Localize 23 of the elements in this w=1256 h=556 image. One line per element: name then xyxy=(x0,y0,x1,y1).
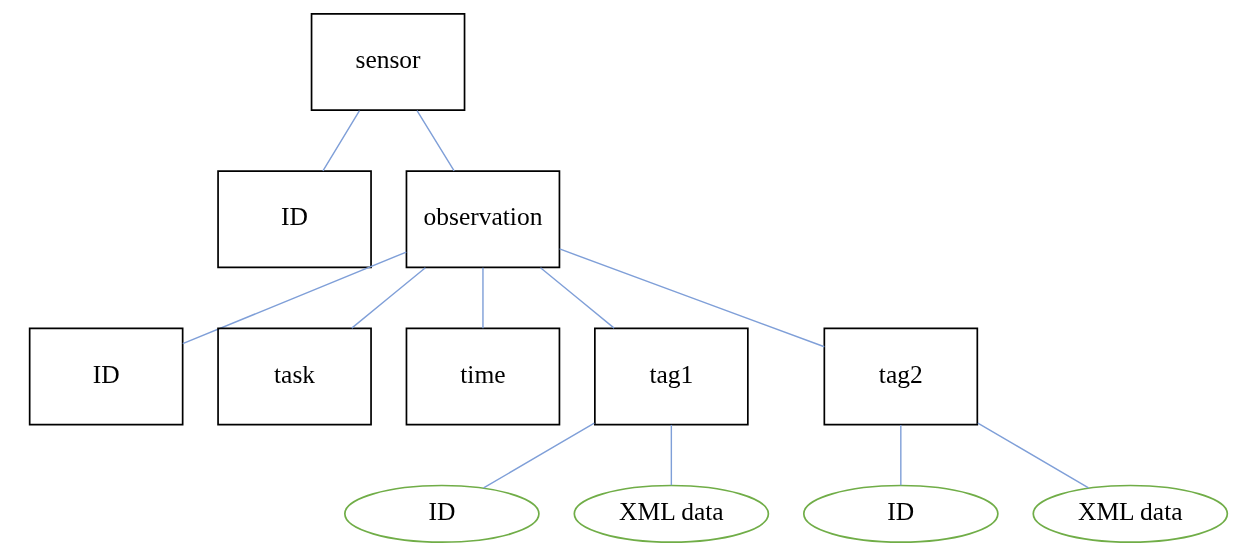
node-ellipse: ID xyxy=(343,484,540,544)
node-box: task xyxy=(216,327,372,426)
connector xyxy=(181,251,407,345)
node-box: tag1 xyxy=(593,327,749,426)
connector xyxy=(350,267,426,329)
connector xyxy=(481,267,484,329)
node-box: observation xyxy=(405,170,560,269)
node-box: ID xyxy=(216,170,372,269)
node-box: ID xyxy=(28,327,183,426)
node-box: time xyxy=(405,327,560,426)
node-ellipse: XML data xyxy=(1031,484,1228,544)
connector xyxy=(558,248,825,348)
node-box: sensor xyxy=(310,12,465,111)
connector xyxy=(976,422,1089,489)
connector xyxy=(482,422,595,489)
connector xyxy=(321,109,360,172)
node-box: tag2 xyxy=(823,327,978,426)
node-ellipse: ID xyxy=(802,484,999,544)
connector xyxy=(415,109,455,172)
node-ellipse: XML data xyxy=(572,484,769,544)
connector xyxy=(670,424,672,486)
connector xyxy=(899,424,902,486)
connector xyxy=(539,267,615,329)
